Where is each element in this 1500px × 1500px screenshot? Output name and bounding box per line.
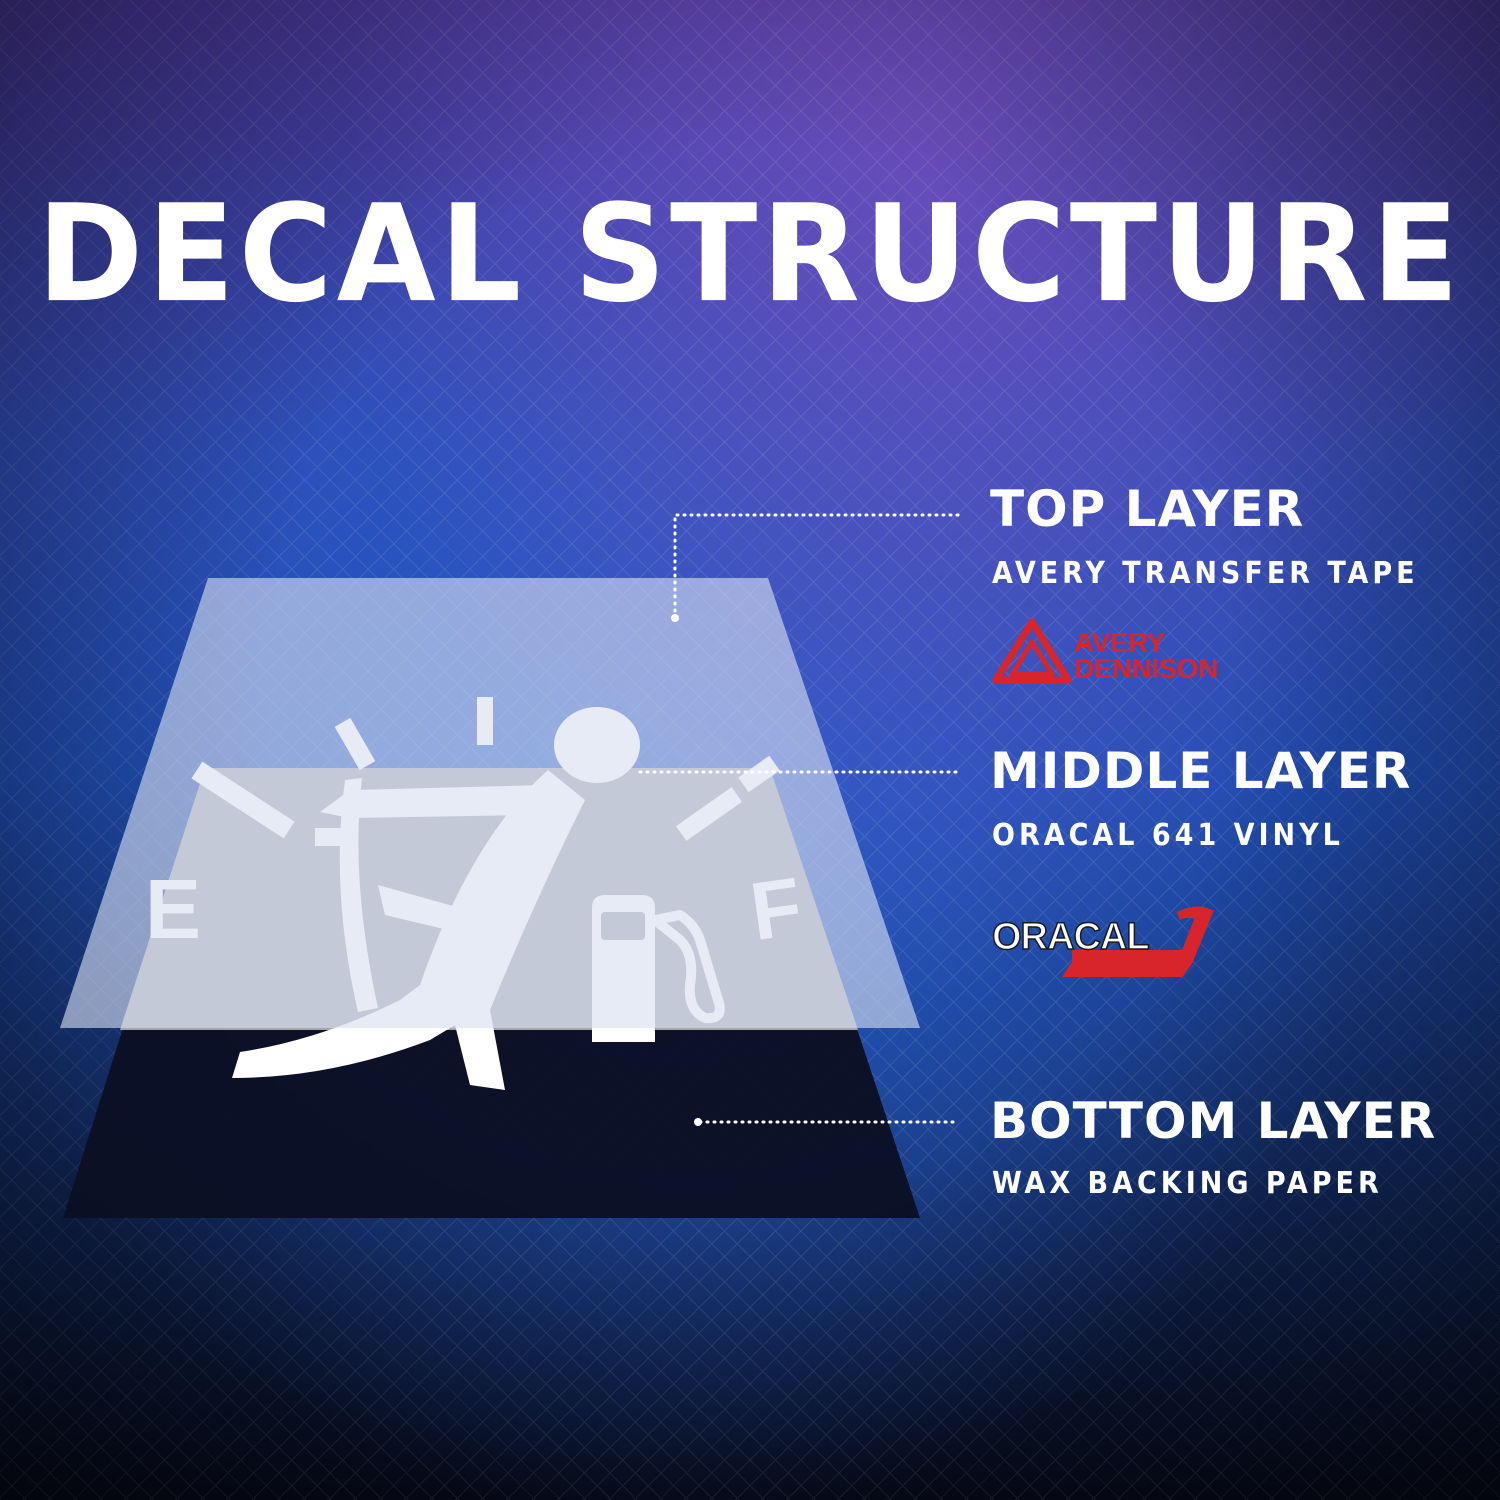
avery-dennison-mark-icon bbox=[992, 618, 1072, 684]
oracal-logo: ORACAL bbox=[991, 902, 1217, 982]
bottom-layer-heading: BOTTOM LAYER bbox=[990, 1092, 1437, 1150]
top-layer-leader-dot bbox=[671, 614, 679, 622]
top-layer-heading: TOP LAYER bbox=[990, 480, 1305, 538]
middle-layer-heading: MIDDLE LAYER bbox=[990, 742, 1412, 800]
top-layer-leader bbox=[673, 513, 960, 620]
leader-lines bbox=[638, 513, 960, 1124]
top-layer-subtitle: AVERY TRANSFER TAPE bbox=[992, 556, 1419, 591]
top-layer-sheet bbox=[60, 578, 920, 1028]
oracal-swoosh-icon bbox=[1062, 906, 1214, 977]
avery-logo-line-1: AVERY bbox=[1074, 627, 1165, 658]
middle-layer-subtitle: ORACAL 641 VINYL bbox=[992, 818, 1344, 853]
bottom-layer-leader-dot bbox=[694, 1118, 702, 1126]
avery-dennison-logo: AVERY DENNISON bbox=[992, 618, 1252, 684]
page-title: DECAL STRUCTURE bbox=[37, 176, 1463, 333]
avery-logo-line-2: DENNISON bbox=[1074, 653, 1218, 684]
bottom-layer-subtitle: WAX BACKING PAPER bbox=[992, 1166, 1383, 1201]
oracal-logo-text: ORACAL bbox=[991, 915, 1150, 959]
